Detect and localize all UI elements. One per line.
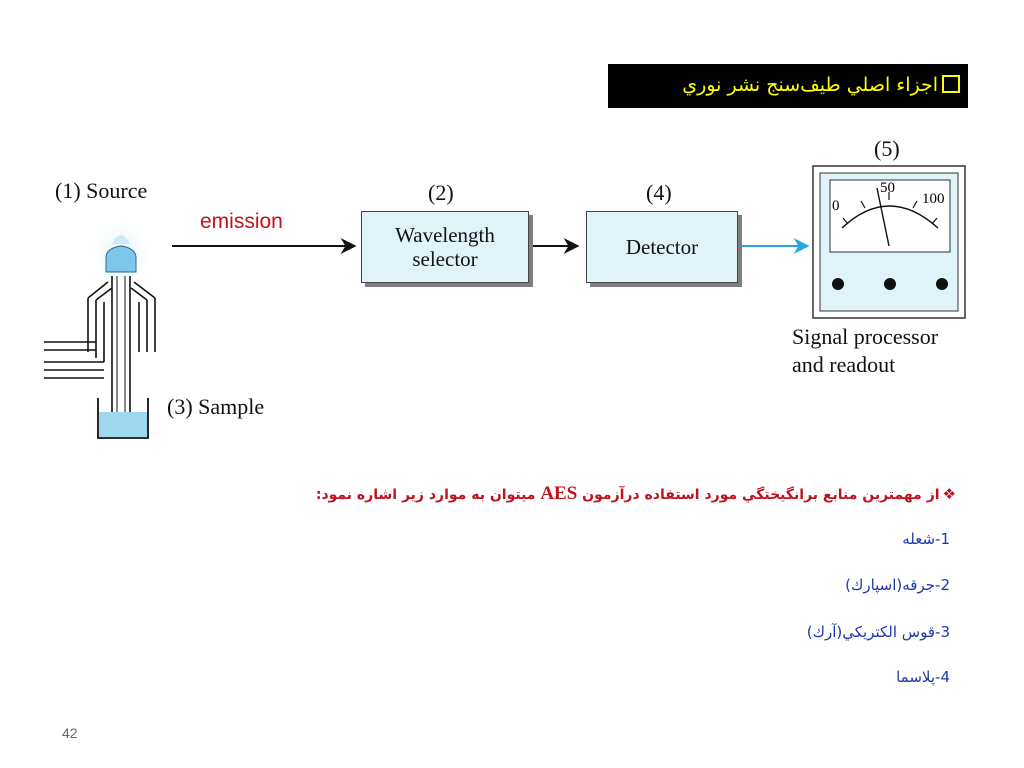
detector-box: Detector xyxy=(586,211,738,283)
flame-icon xyxy=(105,245,137,273)
slide-title-text: اجزاء اصلي طيف‌سنج نشر نوري xyxy=(682,74,938,96)
list-item: 3-قوس الكتريكي(آرك) xyxy=(806,623,950,641)
list-item: 2-جرقه(اسپارك) xyxy=(845,576,950,594)
selector-label-line1: Wavelength xyxy=(395,223,495,247)
meter-needle xyxy=(876,187,890,247)
list-item: 4-پلاسما xyxy=(896,668,950,686)
meter-scale-50: 50 xyxy=(880,180,895,196)
detector-number: (4) xyxy=(646,180,672,205)
readout-number: (5) xyxy=(874,136,900,161)
readout-knob xyxy=(832,278,844,290)
sample-liquid xyxy=(99,412,147,437)
readout-knob xyxy=(884,278,896,290)
readout-label-line1: Signal processor xyxy=(792,324,939,349)
diamond-bullet-icon: ❖ xyxy=(942,485,956,503)
readout-label-line2: and readout xyxy=(792,352,896,377)
readout-meter-icon xyxy=(812,165,966,319)
checkbox-bullet-icon xyxy=(942,75,960,93)
meter-scale-0: 0 xyxy=(832,198,840,214)
aes-diagram xyxy=(44,165,966,439)
wavelength-selector-box: Wavelength selector xyxy=(361,211,529,283)
selector-label-line2: selector xyxy=(412,247,478,271)
flame-tip xyxy=(112,235,130,244)
intro-text-after: ميتوان به موارد زير اشاره نمود: xyxy=(315,487,541,503)
source-label: (1) Source xyxy=(55,178,148,203)
intro-text-aes: AES xyxy=(540,483,578,504)
page-number: 42 xyxy=(62,725,78,741)
emission-label: emission xyxy=(200,210,283,233)
excitation-sources-intro: ❖از مهمترين منابع برانگيختگي مورد استفاد… xyxy=(236,483,956,505)
sample-label: (3) Sample xyxy=(167,394,265,419)
readout-label: Signal processor and readout xyxy=(792,323,938,379)
burner-icon xyxy=(44,214,156,439)
readout-knob xyxy=(936,278,948,290)
list-item: 1-شعله xyxy=(902,530,950,548)
meter-scale-100: 100 xyxy=(922,191,945,207)
selector-number: (2) xyxy=(428,180,454,205)
detector-label: Detector xyxy=(625,235,699,259)
intro-text-before: از مهمترين منابع برانگيختگي مورد استفاده… xyxy=(577,487,940,503)
slide-title: اجزاء اصلي طيف‌سنج نشر نوري xyxy=(608,64,968,108)
